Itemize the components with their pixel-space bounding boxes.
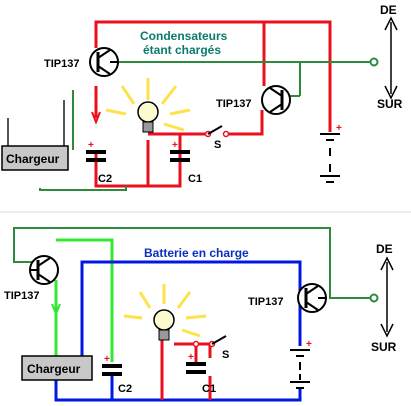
top-title-line2: étant chargés	[143, 43, 221, 57]
bottom-green-wires	[13, 227, 370, 299]
top-output-terminal	[369, 57, 379, 67]
bottom-capacitor-c1-label: C1	[202, 383, 216, 395]
top-direction-arrow-icon	[384, 16, 398, 100]
bottom-direction-arrow-icon	[380, 256, 394, 338]
top-capacitor-c1-icon: +	[170, 140, 190, 162]
bottom-arrow-de-label: DE	[376, 242, 393, 256]
bottom-charger	[21, 355, 93, 381]
top-charger	[1, 100, 69, 171]
top-transistor-left-icon	[89, 47, 119, 77]
top-charger-label: Chargeur	[6, 152, 60, 166]
bottom-capacitor-c1-icon: +	[186, 352, 206, 374]
bottom-transistor-right-label: TIP137	[248, 296, 283, 308]
top-current-arrow-icon	[91, 111, 101, 125]
top-red-wires	[94, 20, 332, 188]
bottom-output-terminal	[369, 293, 379, 303]
bottom-switch-label: S	[222, 349, 229, 361]
bottom-capacitor-c2-label: C2	[118, 383, 132, 395]
top-capacitor-c1-label: C1	[188, 173, 202, 185]
svg-text:+: +	[336, 123, 342, 134]
bottom-charger-label: Chargeur	[27, 362, 81, 376]
bottom-switch-icon	[192, 335, 227, 348]
bottom-current-arrow-icon	[51, 303, 61, 317]
top-arrow-sur-label: SUR	[377, 97, 403, 111]
top-switch-label: S	[214, 139, 221, 151]
bottom-capacitor-c2-icon: +	[102, 354, 122, 376]
bottom-transistor-left-label: TIP137	[4, 290, 39, 302]
top-bulb-icon	[105, 78, 191, 133]
top-capacitor-c2-label: C2	[98, 173, 112, 185]
svg-text:+: +	[306, 339, 312, 350]
top-transistor-right-icon	[261, 85, 291, 115]
top-switch-icon	[204, 125, 230, 138]
bottom-transistor-right-icon	[297, 283, 327, 313]
top-transistor-right-label: TIP137	[216, 98, 251, 110]
svg-text:+: +	[172, 140, 178, 151]
bottom-title: Batterie en charge	[144, 246, 249, 260]
bottom-battery: +	[290, 339, 312, 389]
bottom-transistor-left-icon	[29, 255, 59, 285]
svg-text:+: +	[104, 354, 110, 365]
top-battery: +	[320, 123, 342, 183]
bottom-bulb-icon	[123, 284, 207, 341]
bottom-circuit: + DE SUR Batterie en charge TIP137	[4, 227, 397, 402]
svg-text:+: +	[188, 352, 194, 363]
top-green-wires	[39, 61, 370, 191]
top-capacitor-c2-icon: +	[86, 140, 106, 162]
bottom-charge-wires	[54, 238, 114, 362]
top-transistor-left-label: TIP137	[44, 58, 79, 70]
top-circuit: + DE SUR Condensateurs étant chargés TIP…	[1, 3, 403, 191]
bottom-arrow-sur-label: SUR	[371, 340, 397, 354]
top-arrow-de-label: DE	[380, 3, 397, 17]
svg-text:+: +	[88, 140, 94, 151]
top-title-line1: Condensateurs	[140, 29, 228, 43]
